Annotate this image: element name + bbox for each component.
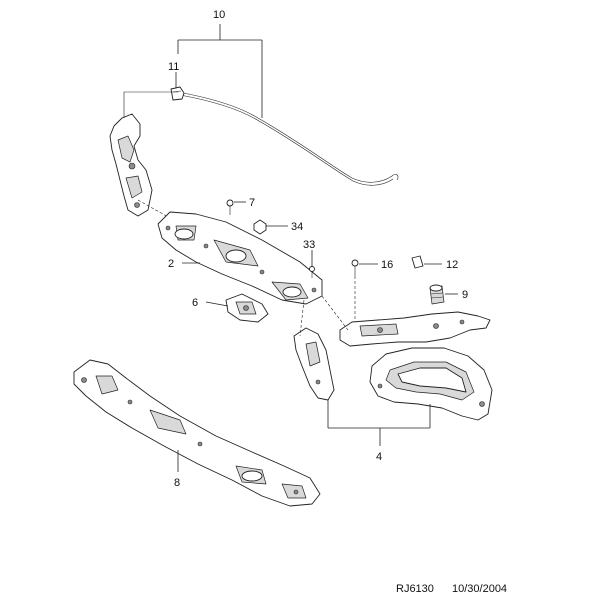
callout-34: 34 [291,221,303,233]
callout-4: 4 [376,451,382,463]
leader-10 [177,24,263,118]
latch-bracket [225,293,269,323]
bolt-7 [226,199,234,215]
hood-release-cable [177,91,399,186]
callout-6: 6 [192,297,198,309]
rubber-bumper [429,284,445,305]
callout-10: 10 [213,9,225,21]
leader-4 [327,400,431,446]
callout-8: 8 [174,477,180,489]
callout-16: 16 [381,259,393,271]
callout-9: 9 [462,289,468,301]
upper-tie-bar [157,211,323,305]
callout-2: 2 [168,258,174,270]
nut-34 [253,219,267,235]
screw-33 [309,266,315,278]
right-headlamp-frame [369,347,493,421]
cable-clip [170,86,185,101]
right-upper-arm [339,311,491,347]
callout-12: 12 [446,259,458,271]
lower-tie-bar [73,359,321,507]
callout-33: 33 [303,239,315,251]
bolt-16 [351,259,359,276]
clip-12 [411,255,424,269]
callout-11: 11 [168,61,179,73]
drawing-date: 10/30/2004 [452,583,507,595]
drawing-code: RJ6130 [396,583,434,595]
left-side-support [293,327,335,401]
leader-6 [205,301,229,307]
left-side-bracket [109,91,178,217]
callout-7: 7 [249,197,255,209]
